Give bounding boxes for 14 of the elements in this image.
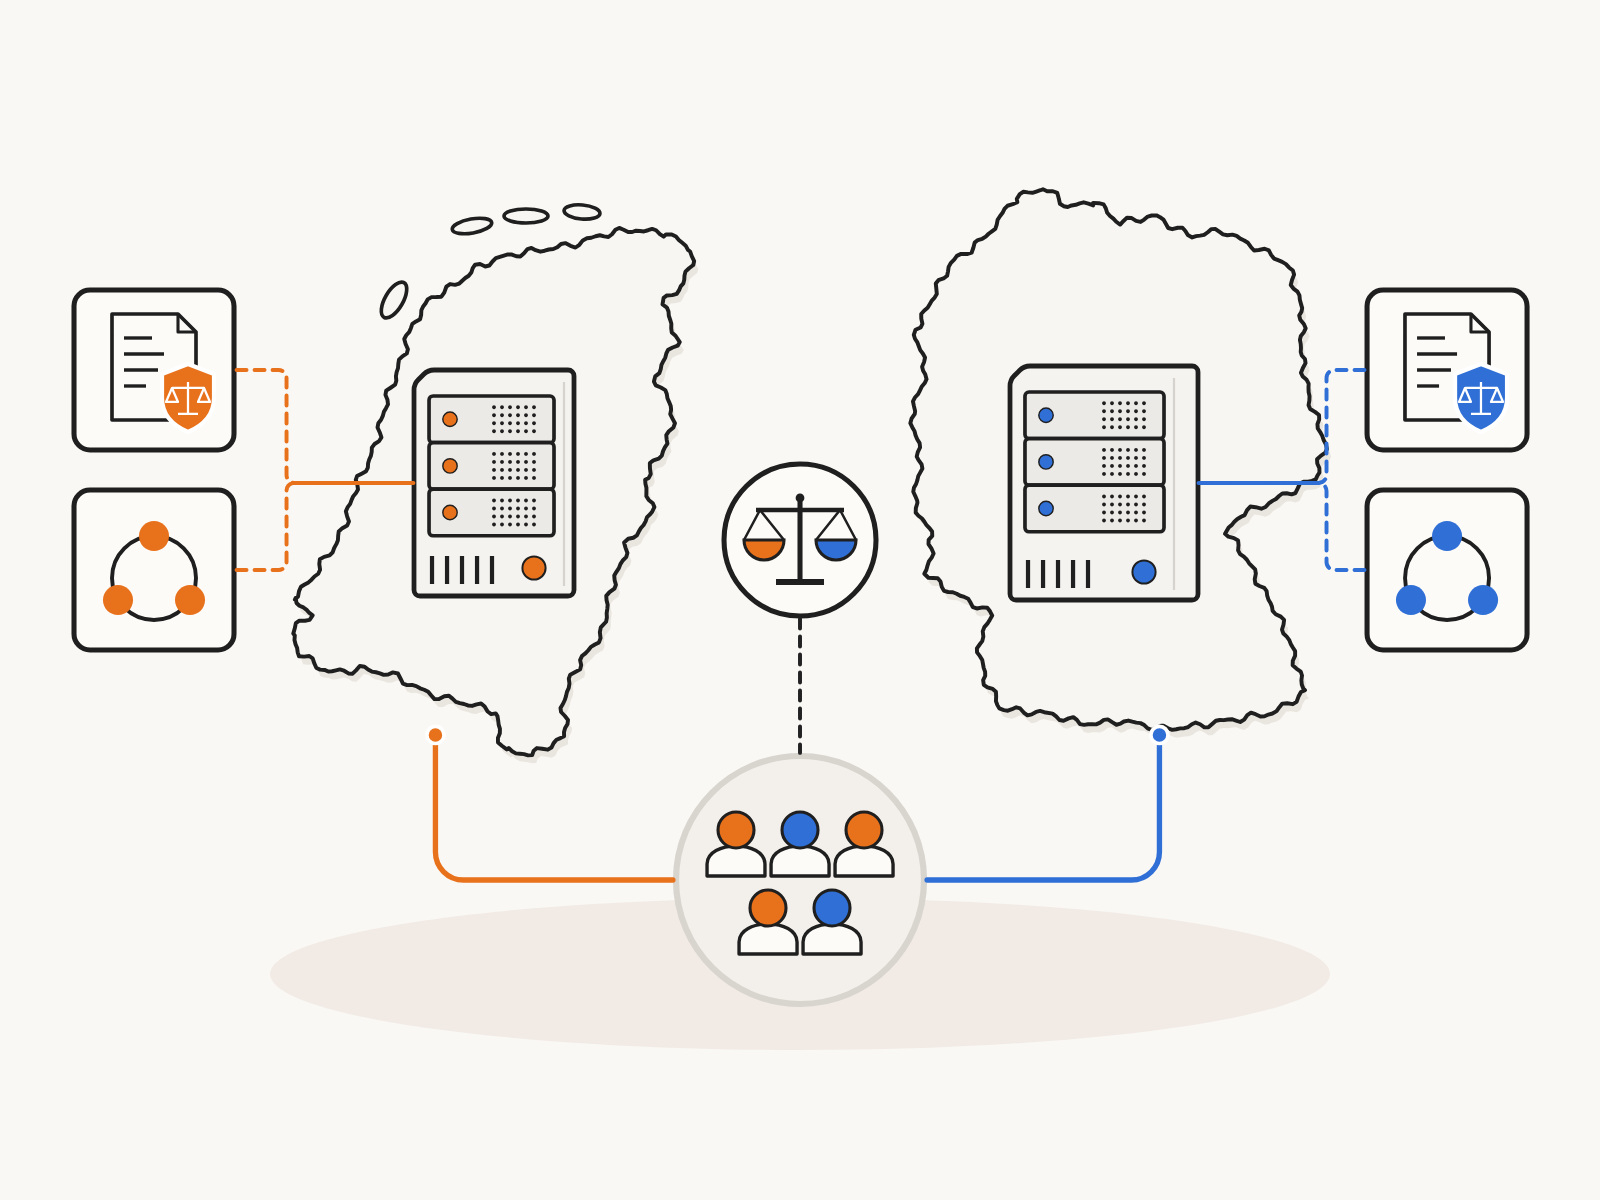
- document-shield-icon: [71, 287, 237, 453]
- network-icon: [1364, 487, 1530, 653]
- dashed-connector: [1196, 481, 1367, 572]
- dashed-connector: [1196, 368, 1367, 485]
- network-icon: [71, 487, 237, 653]
- server-icon: [1007, 363, 1201, 603]
- scales-icon: [721, 461, 879, 619]
- connector-line: [924, 724, 1170, 883]
- people-icon: [672, 752, 928, 1008]
- connector-line: [425, 724, 676, 883]
- dashed-connector: [798, 616, 802, 755]
- dashed-connector: [234, 481, 416, 572]
- document-shield-icon: [1364, 287, 1530, 453]
- server-icon: [411, 367, 577, 599]
